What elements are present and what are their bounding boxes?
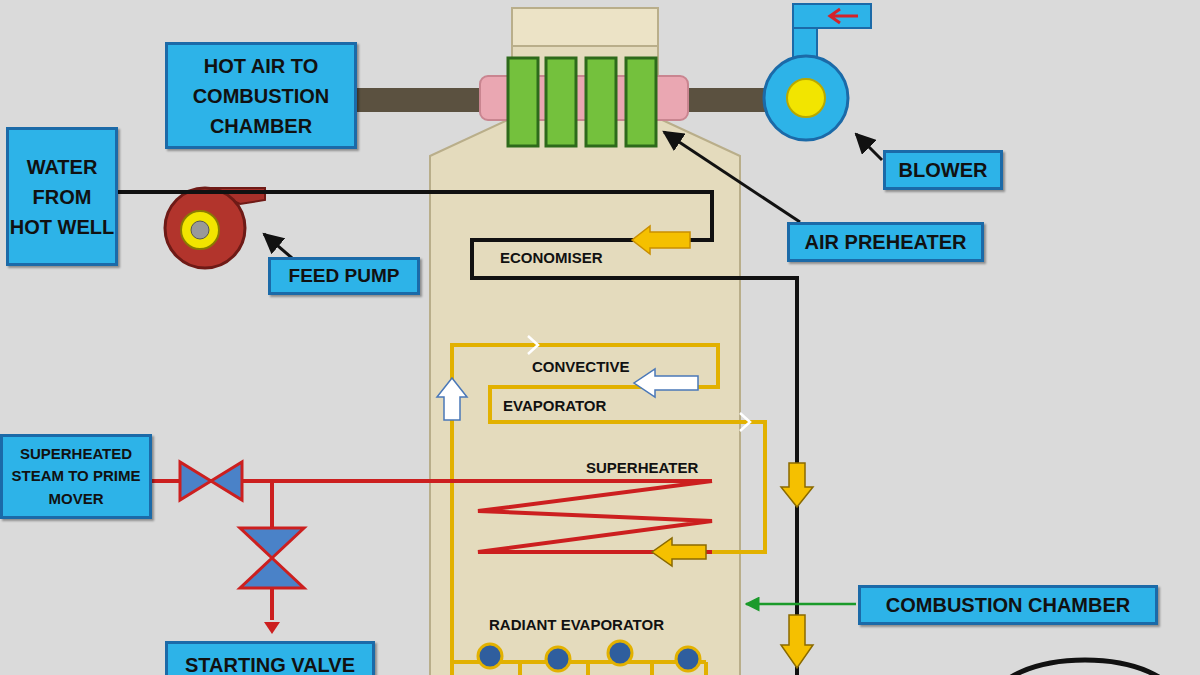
blower-impeller [787, 79, 825, 117]
feed-water-pipe [112, 192, 797, 675]
header-drum [676, 647, 700, 671]
header-drum [478, 644, 502, 668]
flow-arrow [437, 378, 467, 420]
label-box: SUPERHEATED STEAM TO PRIME MOVER [0, 434, 152, 519]
drain-arrow [264, 622, 280, 634]
flow-chevron [740, 413, 750, 431]
part-label: EVAPORATOR [501, 397, 608, 415]
box-text: BLOWER [899, 155, 988, 185]
leader-line [746, 603, 856, 606]
header-drum [608, 641, 632, 665]
flow-arrow [781, 615, 813, 668]
preheater-tubes [508, 58, 656, 146]
flow-arrow [632, 226, 690, 254]
evaporator-tube [452, 345, 765, 650]
preheater-tube [546, 58, 576, 146]
pump-shaft [191, 221, 209, 239]
preheater-tube [586, 58, 616, 146]
boiler-casing [430, 46, 740, 675]
pump-casing [165, 188, 245, 268]
box-text: WATER FROM HOT WELL [9, 152, 115, 242]
leader-line [264, 234, 292, 258]
label-box: HOT AIR TO COMBUSTION CHAMBER [165, 42, 357, 149]
preheater-tube [626, 58, 656, 146]
flow-arrow [634, 369, 698, 397]
box-text: SUPERHEATED STEAM TO PRIME MOVER [3, 443, 149, 511]
label-box: COMBUSTION CHAMBER [858, 585, 1158, 625]
part-label: RADIANT EVAPORATOR [487, 616, 666, 634]
part-label: ECONOMISER [498, 249, 605, 267]
flow-arrow [781, 463, 813, 507]
box-text: FEED PUMP [289, 262, 400, 291]
air-duct [352, 88, 487, 112]
superheater-coil [478, 481, 712, 552]
box-text: AIR PREHEATER [805, 227, 967, 257]
label-box: WATER FROM HOT WELL [6, 127, 118, 266]
box-text: STARTING VALVE [185, 650, 355, 675]
part-label: SUPERHEATER [584, 459, 700, 477]
part-label: CONVECTIVE [530, 358, 632, 376]
air-duct [684, 88, 774, 112]
radiant-headers [478, 641, 700, 671]
label-box: AIR PREHEATER [787, 222, 984, 262]
box-text: COMBUSTION CHAMBER [886, 590, 1130, 620]
box-text: HOT AIR TO COMBUSTION CHAMBER [168, 51, 354, 141]
preheater-tube [508, 58, 538, 146]
leader-line [664, 132, 800, 222]
starting-valve-symbol [240, 528, 304, 588]
label-box: STARTING VALVE [165, 641, 375, 675]
label-box: FEED PUMP [268, 257, 420, 295]
air-flow-arrow [830, 9, 858, 23]
flow-arrow [652, 538, 706, 566]
outline-shape [995, 660, 1175, 675]
pump-impeller [181, 211, 219, 249]
label-box: BLOWER [883, 150, 1003, 190]
boiler-cap [512, 8, 658, 46]
header-drum [546, 647, 570, 671]
blower-inlet [793, 4, 871, 28]
flow-chevron [528, 336, 538, 354]
leader-line [856, 134, 882, 160]
stop-valve [180, 462, 242, 500]
blower-casing [764, 56, 848, 140]
